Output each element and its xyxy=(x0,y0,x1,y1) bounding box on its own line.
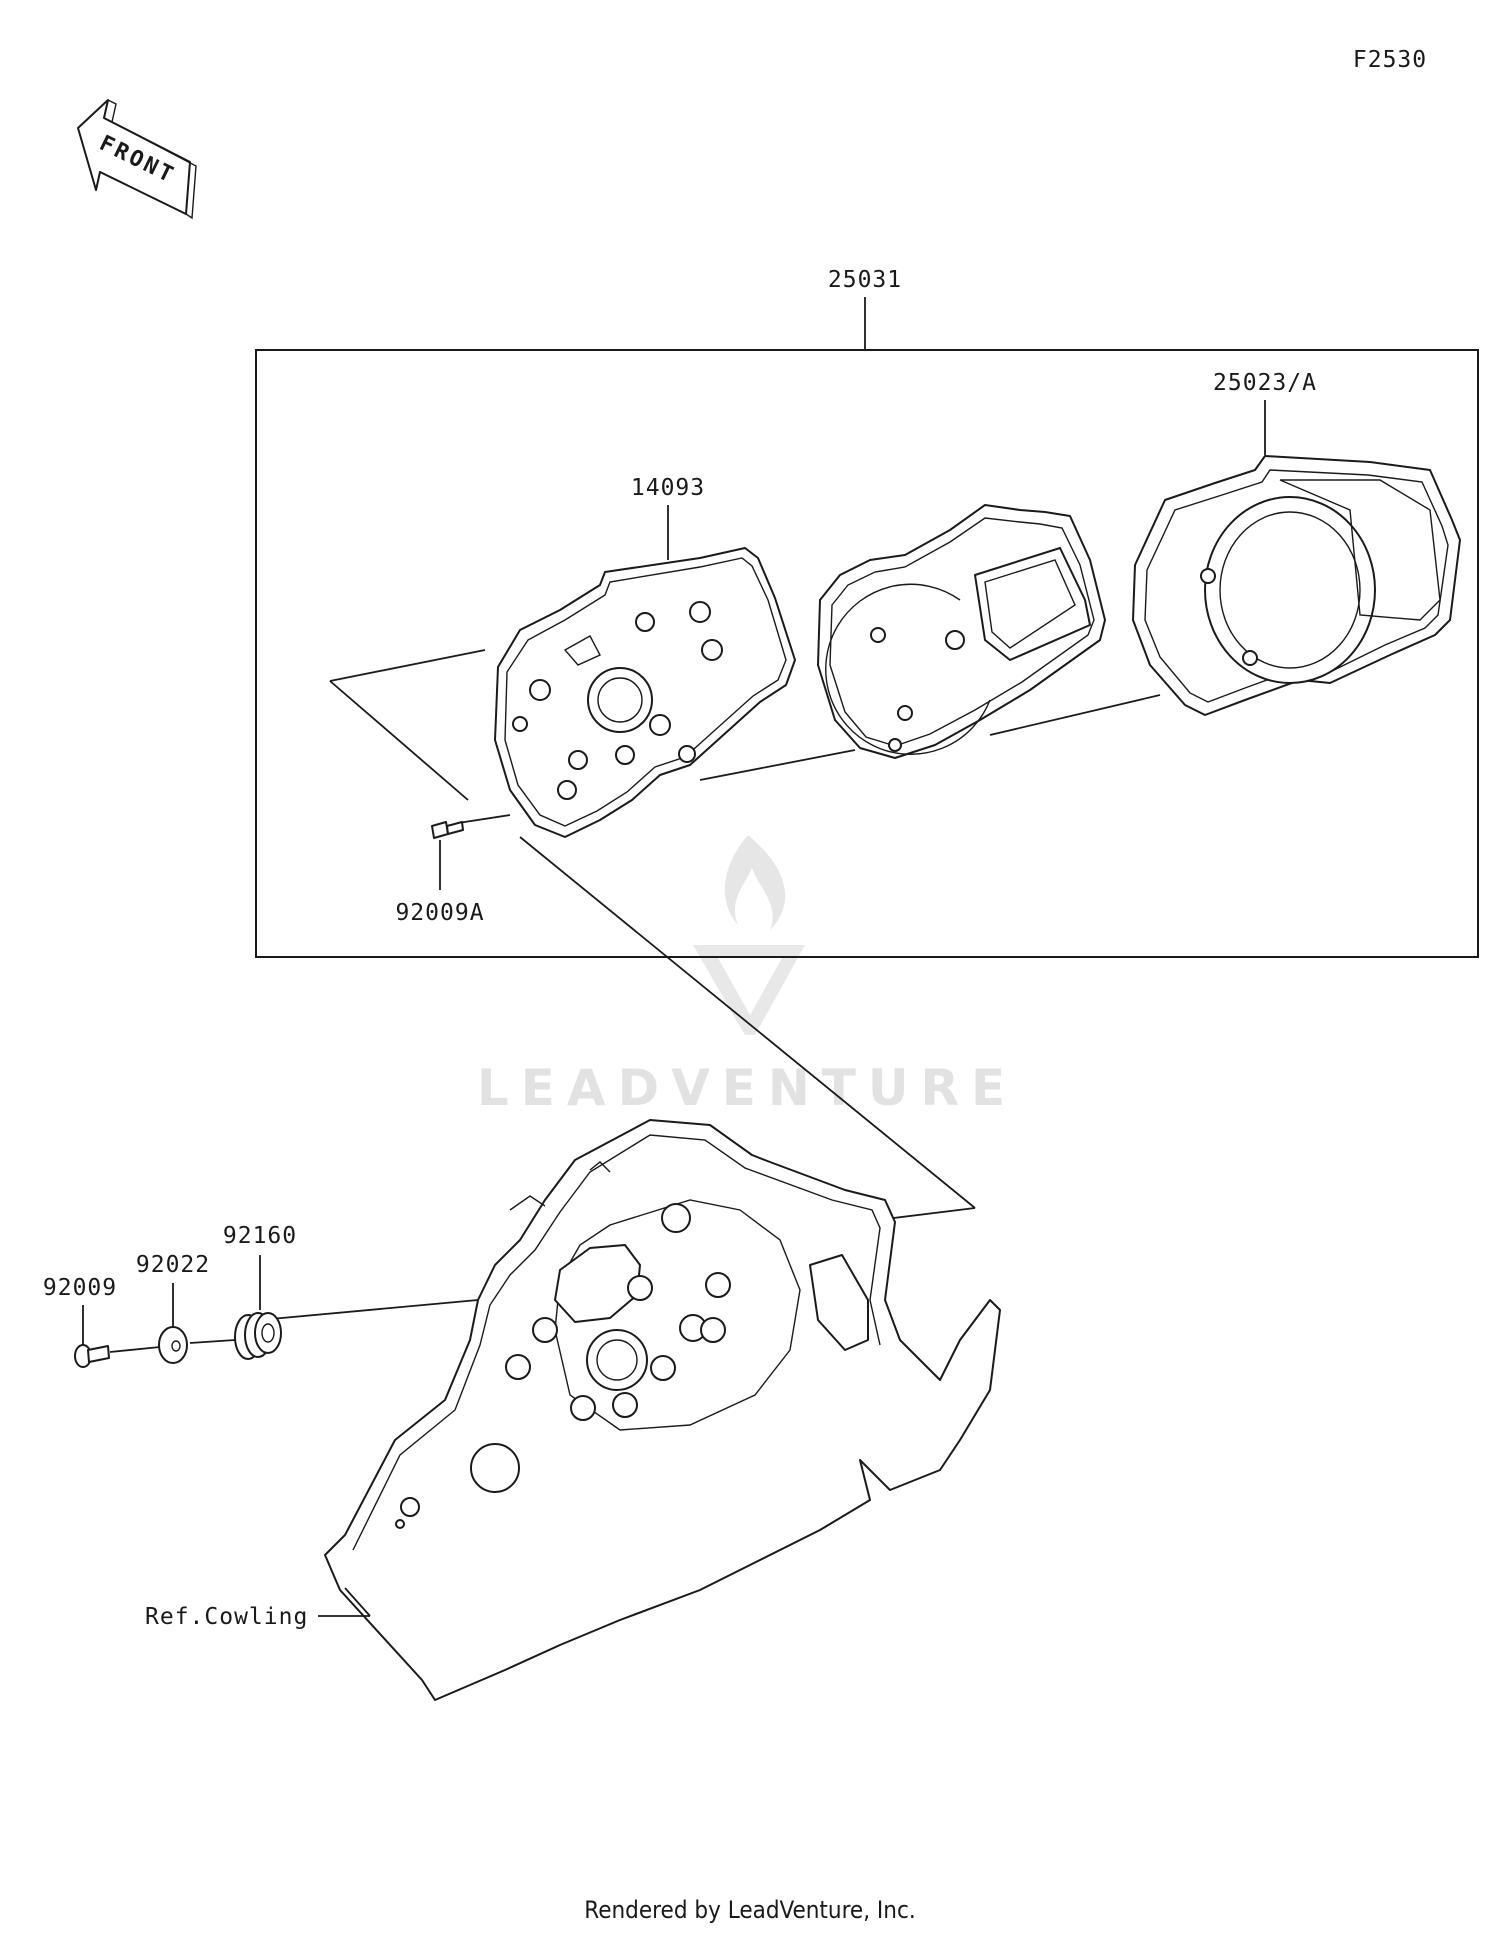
footer-credit: Rendered by LeadVenture, Inc. xyxy=(584,1896,915,1924)
watermark-v-icon xyxy=(693,945,805,1035)
watermark: LEADVENTURE xyxy=(477,835,1017,1117)
callout-92022: 92022 xyxy=(136,1252,210,1278)
leader-cowling-tip xyxy=(344,1587,371,1617)
assembly-box xyxy=(255,349,1479,958)
watermark-text: LEADVENTURE xyxy=(477,1059,1017,1117)
watermark-flame-icon xyxy=(724,835,786,930)
callout-92160: 92160 xyxy=(223,1223,297,1249)
cowling xyxy=(324,1119,1001,1701)
screw-92009A xyxy=(431,821,464,839)
diagram-id: F2530 xyxy=(1353,47,1427,73)
leader-washer-grommet xyxy=(189,1339,236,1344)
leader-screw-washer xyxy=(109,1346,161,1353)
callout-cowling: Ref.Cowling xyxy=(145,1604,308,1630)
callout-25031: 25031 xyxy=(828,267,902,293)
washer-92022 xyxy=(158,1326,188,1364)
meter-cover-25023A xyxy=(1132,455,1461,716)
screw-92009 xyxy=(74,1344,110,1368)
meter-case-14093 xyxy=(494,547,796,838)
callout-92009A: 92009A xyxy=(395,900,484,926)
grommet-92160 xyxy=(234,1312,282,1360)
callout-92009: 92009 xyxy=(43,1275,117,1301)
callout-14093: 14093 xyxy=(631,475,705,501)
front-arrow-icon: FRONT xyxy=(77,99,197,220)
callout-25023A: 25023/A xyxy=(1213,370,1317,396)
meter-unit xyxy=(817,504,1106,759)
